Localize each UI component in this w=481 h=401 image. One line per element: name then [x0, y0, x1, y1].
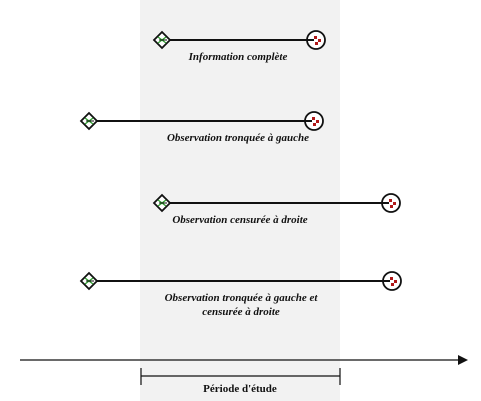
circle-end-icon	[306, 30, 326, 50]
row-left-truncated-right-censored: Observation tronquée à gauche et censuré…	[79, 271, 402, 318]
row-label-line-1: Observation tronquée à gauche et	[165, 292, 319, 304]
circle-end-icon	[304, 111, 324, 131]
study-period-bracket: Période d'étude	[140, 368, 341, 395]
row-label: Information complète	[188, 51, 288, 63]
row-label-line-2: censurée à droite	[202, 306, 280, 318]
circle-end-icon	[382, 271, 402, 291]
diamond-start-icon	[152, 30, 172, 50]
study-period-label: Période d'étude	[203, 383, 277, 395]
row-right-censored: Observation censurée à droite	[152, 193, 401, 226]
row-label: Observation tronquée à gauche	[167, 132, 309, 144]
row-complete-information: Information complète	[152, 30, 326, 63]
arrow-right-icon	[458, 355, 468, 365]
diamond-start-icon	[152, 193, 172, 213]
diamond-start-icon	[79, 111, 99, 131]
row-label: Observation censurée à droite	[172, 214, 307, 226]
circle-end-icon	[381, 193, 401, 213]
bracket-icon	[140, 368, 341, 385]
diamond-start-icon	[79, 271, 99, 291]
time-axis	[20, 355, 468, 365]
row-left-truncated: Observation tronquée à gauche	[79, 111, 324, 144]
study-period-band	[140, 0, 340, 401]
